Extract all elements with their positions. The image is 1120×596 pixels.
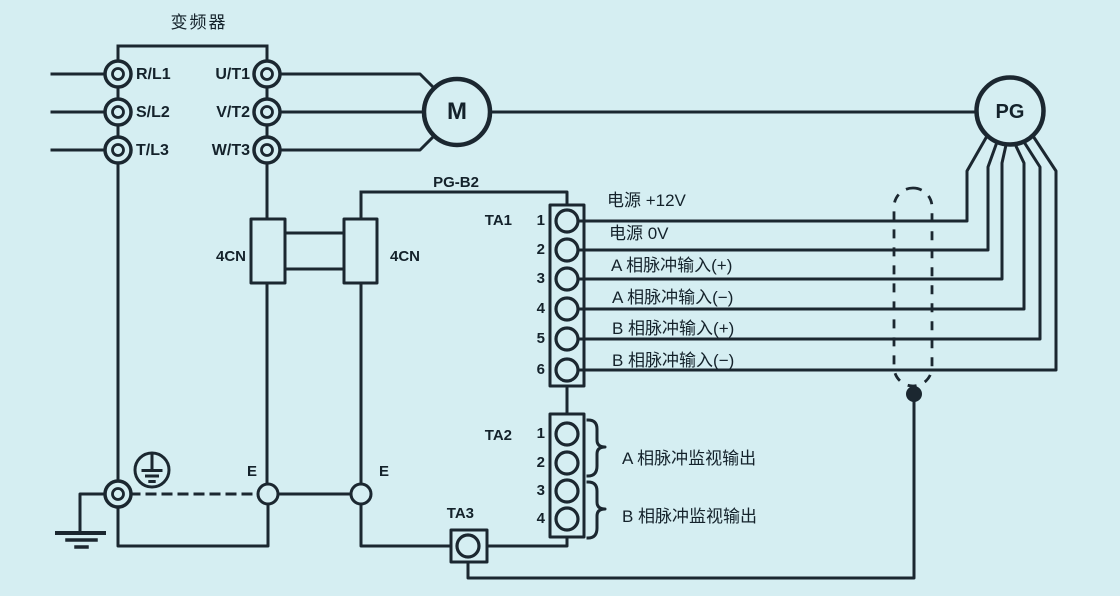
terminal-earth xyxy=(103,479,133,509)
connector-4cn-right-label: 4CN xyxy=(390,248,421,265)
ground-bus-left-run xyxy=(116,502,270,548)
ta1-pin-2 xyxy=(554,237,580,263)
pg-card-edge xyxy=(359,190,569,207)
e2-label: E xyxy=(378,463,389,480)
terminal-label-wt3: W/T3 xyxy=(211,142,250,159)
monitor-output-label-b: B 相脉冲监视输出 xyxy=(622,507,758,526)
ta1-pin-6 xyxy=(554,357,580,383)
motor-wire-w xyxy=(278,128,442,152)
shield-junction-dot xyxy=(906,386,922,402)
terminal-block-links xyxy=(449,203,916,580)
wire-label-a-phase-minus: A 相脉冲输入(−) xyxy=(612,288,734,307)
protective-earth-icon xyxy=(133,451,171,489)
ta3-label: TA3 xyxy=(446,505,474,522)
ta2-pin-3 xyxy=(554,478,580,504)
wire-label-power-0v: 电源 0V xyxy=(609,224,669,243)
terminal-label-rl1: R/L1 xyxy=(136,66,171,83)
ta2-pin-4 xyxy=(554,506,580,532)
ta2-pin-number: 2 xyxy=(536,454,545,471)
terminal-label-sl2: S/L2 xyxy=(136,104,170,121)
wire-power-0v xyxy=(576,140,999,252)
brace-b-phase xyxy=(586,480,607,540)
inverter-title: 变频器 xyxy=(170,13,228,32)
inverter-terminals xyxy=(103,59,282,509)
ta2-pins xyxy=(554,421,580,532)
ta2-pin-number: 1 xyxy=(536,425,545,442)
ta1-label: TA1 xyxy=(484,212,512,229)
ta1-pin-3 xyxy=(554,266,580,292)
ground-bus xyxy=(55,492,453,549)
ta2-label: TA2 xyxy=(484,427,512,444)
terminal-label-vt2: V/T2 xyxy=(216,104,250,121)
ta1-pin-number: 6 xyxy=(536,361,545,378)
brace-a-phase xyxy=(586,418,607,478)
wire-b-phase-plus xyxy=(576,139,1042,341)
ta2-ta3-link xyxy=(485,535,569,548)
e1-label: E xyxy=(246,463,257,480)
motor-circle xyxy=(421,76,493,148)
encoder-signal-wires xyxy=(576,133,1058,372)
cable-shield-capsule xyxy=(892,186,934,388)
ta2-pin-2 xyxy=(554,450,580,476)
terminal-sl2 xyxy=(103,97,133,127)
terminal-tl3 xyxy=(103,135,133,165)
ta1-pin-number: 2 xyxy=(536,241,545,258)
pg-card-outline xyxy=(249,190,569,486)
encoder-circle xyxy=(974,75,1046,147)
terminal-rl1 xyxy=(103,59,133,89)
wire-label-a-phase-plus: A 相脉冲输入(+) xyxy=(611,256,733,275)
ta3-pin xyxy=(455,533,481,559)
terminal-wt3 xyxy=(252,135,282,165)
motor-wire-u xyxy=(278,72,442,96)
terminal-label-ut1: U/T1 xyxy=(215,66,250,83)
wire-label-power-12v: 电源 +12V xyxy=(607,191,686,210)
terminal-ut1 xyxy=(252,59,282,89)
output-group-braces xyxy=(586,418,607,540)
ta1-pin-number: 3 xyxy=(536,270,545,287)
wire-label-b-phase-plus: B 相脉冲输入(+) xyxy=(612,319,735,338)
wire-a-phase-minus xyxy=(576,142,1026,311)
ta2-pin-number: 3 xyxy=(536,482,545,499)
ta2-pin-1 xyxy=(554,421,580,447)
earth-lead xyxy=(78,492,107,535)
terminal-label-tl3: T/L3 xyxy=(136,142,169,159)
e2-node xyxy=(349,482,373,506)
ta1-pin-number: 1 xyxy=(536,212,545,229)
ta1-pin-number: 4 xyxy=(536,300,545,317)
connector-4cn-left-box xyxy=(249,217,287,285)
ta1-pin-1 xyxy=(554,208,580,234)
ta1-pin-5 xyxy=(554,326,580,352)
pg-card-label: PG-B2 xyxy=(433,174,479,191)
encoder-label: PG xyxy=(995,101,1025,123)
wire-power-12v xyxy=(576,133,990,223)
connector-4cn-right-box xyxy=(342,217,379,285)
connector-4cn-left-label: 4CN xyxy=(215,248,246,265)
wire-label-b-phase-minus: B 相脉冲输入(−) xyxy=(612,351,735,370)
terminal-vt2 xyxy=(252,97,282,127)
e1-node xyxy=(256,482,280,506)
motor-label: M xyxy=(447,98,467,125)
e2-ta3-run xyxy=(359,502,453,548)
monitor-output-label-a: A 相脉冲监视输出 xyxy=(622,449,757,468)
wire-a-phase-plus xyxy=(576,143,1008,281)
motor-wires xyxy=(278,72,980,152)
ta1-pin-number: 5 xyxy=(536,330,545,347)
ta1-pin-4 xyxy=(554,296,580,322)
wire-b-phase-minus xyxy=(576,133,1058,372)
ta2-pin-number: 4 xyxy=(536,510,545,527)
ta1-pins xyxy=(554,208,580,383)
shield-drain-wire xyxy=(466,400,916,580)
